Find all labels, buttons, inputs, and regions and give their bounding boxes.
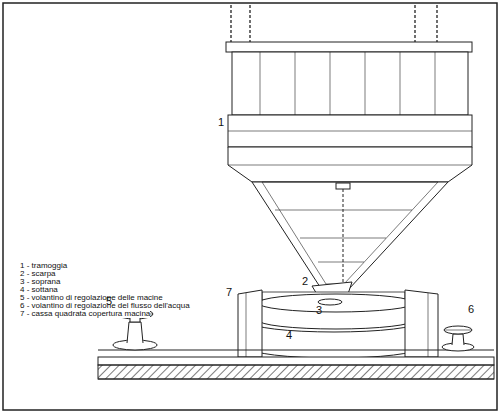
callout-number: 4 bbox=[286, 330, 292, 341]
key-entry: 2 - scarpa bbox=[20, 270, 56, 278]
key-entry: 7 - cassa quadrata copertura macina bbox=[20, 310, 150, 318]
millstone-region: 4 bbox=[286, 330, 292, 341]
callout-number: 2 bbox=[302, 276, 308, 287]
key-entry: 5 - volantino di regolazione delle macin… bbox=[20, 294, 163, 302]
key-entry: 6 - volantino di regolazione del flusso … bbox=[20, 302, 190, 310]
callout-number: 5 bbox=[106, 296, 112, 307]
callout-number: 7 bbox=[226, 287, 232, 298]
key-entry: 4 - sottana bbox=[20, 286, 58, 294]
key-entry: 1 - tramoggia bbox=[20, 262, 67, 270]
key-entry: 3 - soprana bbox=[20, 278, 60, 286]
millstone-region: 3 bbox=[316, 305, 322, 316]
callout-number: 6 bbox=[468, 304, 474, 315]
callout-number: 3 bbox=[316, 305, 322, 316]
callout-number: 1 bbox=[218, 117, 224, 128]
